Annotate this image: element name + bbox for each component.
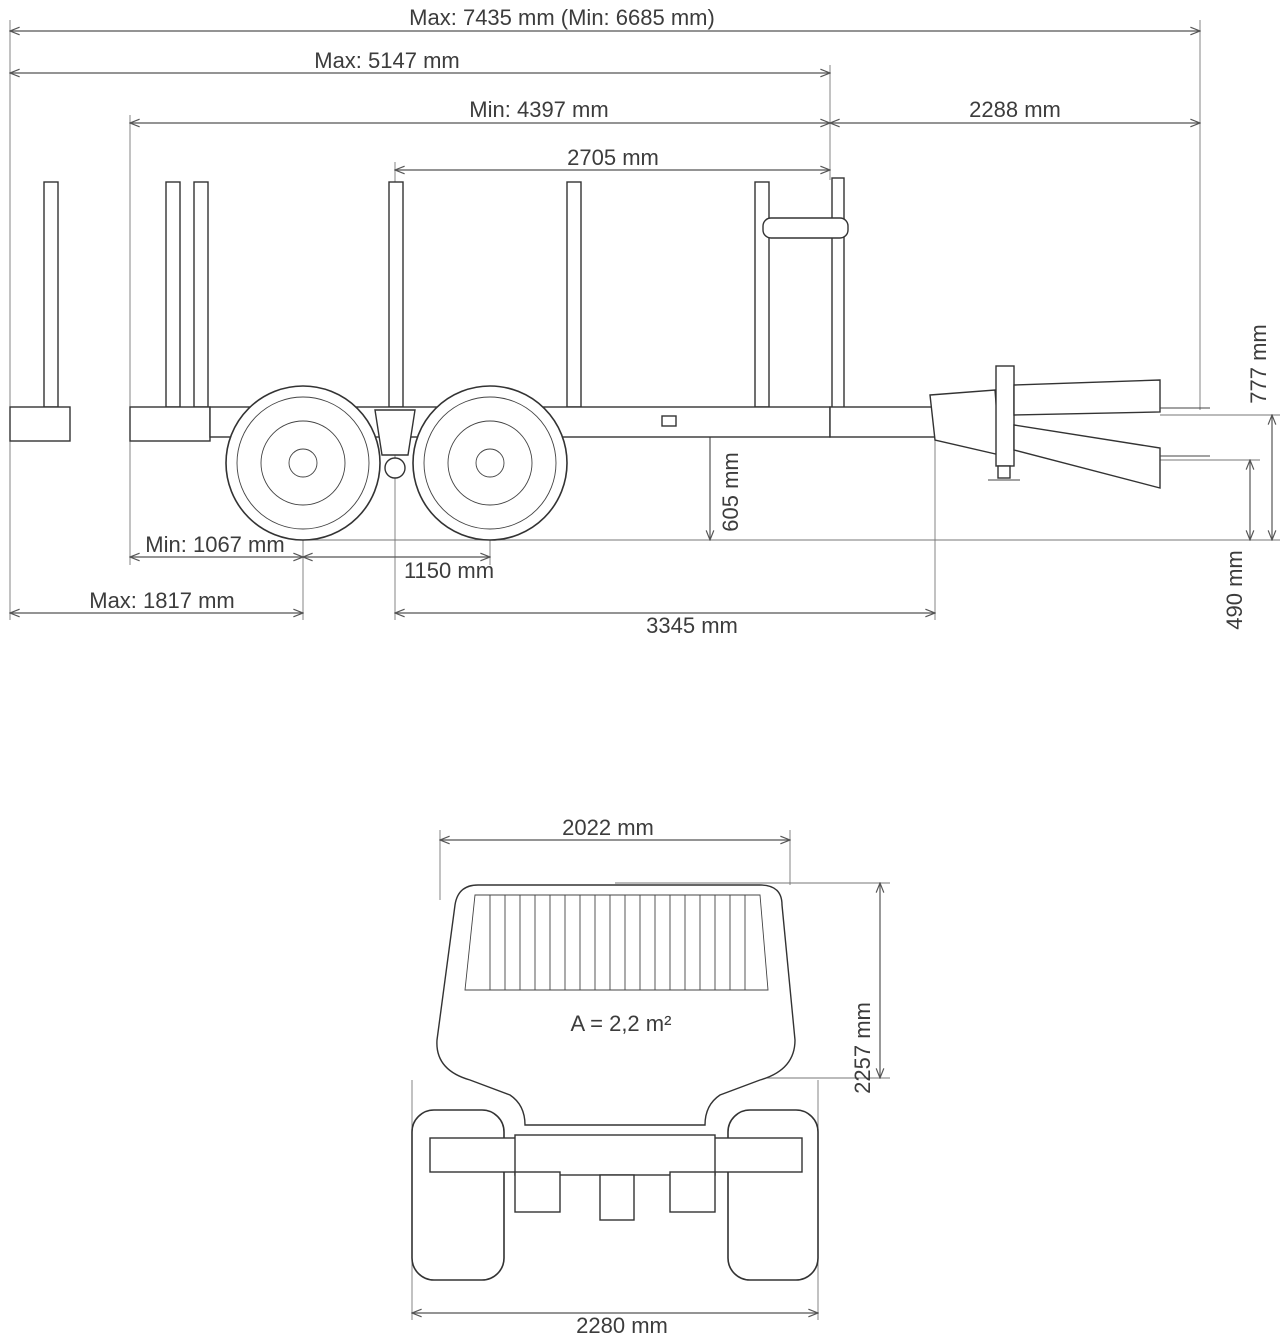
stake <box>388 181 404 408</box>
side-dimension-labels: Max: 7435 mm (Min: 6685 mm) Max: 5147 mm… <box>89 5 1271 638</box>
front-grid-post <box>831 177 845 409</box>
total-width-label: 2280 mm <box>576 1313 668 1338</box>
frame-height-label: 605 mm <box>718 452 743 531</box>
drawbar-length-label: 2288 mm <box>969 97 1061 122</box>
bogie-pin <box>384 457 406 479</box>
load-grid-frame <box>436 884 796 1126</box>
rear-dimension-lines <box>412 840 880 1313</box>
frame-bracket <box>661 415 677 427</box>
stake-span-label: 2705 mm <box>567 145 659 170</box>
side-view: Max: 7435 mm (Min: 6685 mm) Max: 5147 mm… <box>10 5 1280 638</box>
hitch-plate <box>995 365 1015 467</box>
right-bogie <box>669 1171 716 1213</box>
trailer-rear <box>411 884 819 1281</box>
dimension-lines <box>10 31 1272 613</box>
stake <box>754 181 770 408</box>
axle-spacing-label: 1150 mm <box>404 558 494 583</box>
bogie-pivot <box>374 409 416 456</box>
rear-view: 2022 mm 2257 mm 2280 mm A = 2,2 m² <box>412 815 890 1338</box>
rear-dimension-labels: 2022 mm 2257 mm 2280 mm A = 2,2 m² <box>562 815 875 1338</box>
grid-bars <box>489 895 746 990</box>
left-tire <box>411 1109 505 1281</box>
stake <box>165 181 181 408</box>
max-extension-label: Max: 5147 mm <box>314 48 460 73</box>
stake <box>193 181 209 408</box>
trailer-side <box>9 177 1210 541</box>
left-bogie <box>514 1171 561 1213</box>
overall-length-label: Max: 7435 mm (Min: 6685 mm) <box>409 5 715 30</box>
support-leg <box>997 465 1011 479</box>
stake <box>566 181 582 408</box>
load-area-label: A = 2,2 m² <box>571 1011 672 1036</box>
center-frame <box>514 1134 716 1176</box>
rear-bumper <box>129 406 211 442</box>
wheelbase-label: 3345 mm <box>646 613 738 638</box>
min-rear-overhang-label: Min: 1067 mm <box>145 532 284 557</box>
upper-drawbar <box>1013 379 1161 416</box>
total-height-label: 2257 mm <box>850 1002 875 1094</box>
step-plate <box>762 217 849 239</box>
right-tire <box>727 1109 819 1281</box>
hitch-height-lower-label: 490 mm <box>1222 550 1247 629</box>
front-wheel <box>412 385 568 541</box>
min-extension-label: Min: 4397 mm <box>469 97 608 122</box>
rear-bumper <box>9 406 71 442</box>
rear-wheel <box>225 385 381 541</box>
front-frame <box>829 406 941 438</box>
drawbar-joint <box>929 389 1001 456</box>
center-bracket <box>599 1174 635 1221</box>
stake <box>43 181 59 408</box>
max-rear-overhang-label: Max: 1817 mm <box>89 588 235 613</box>
lower-drawbar <box>1013 424 1161 489</box>
bunk-width-label: 2022 mm <box>562 815 654 840</box>
hitch-height-upper-label: 777 mm <box>1246 324 1271 403</box>
